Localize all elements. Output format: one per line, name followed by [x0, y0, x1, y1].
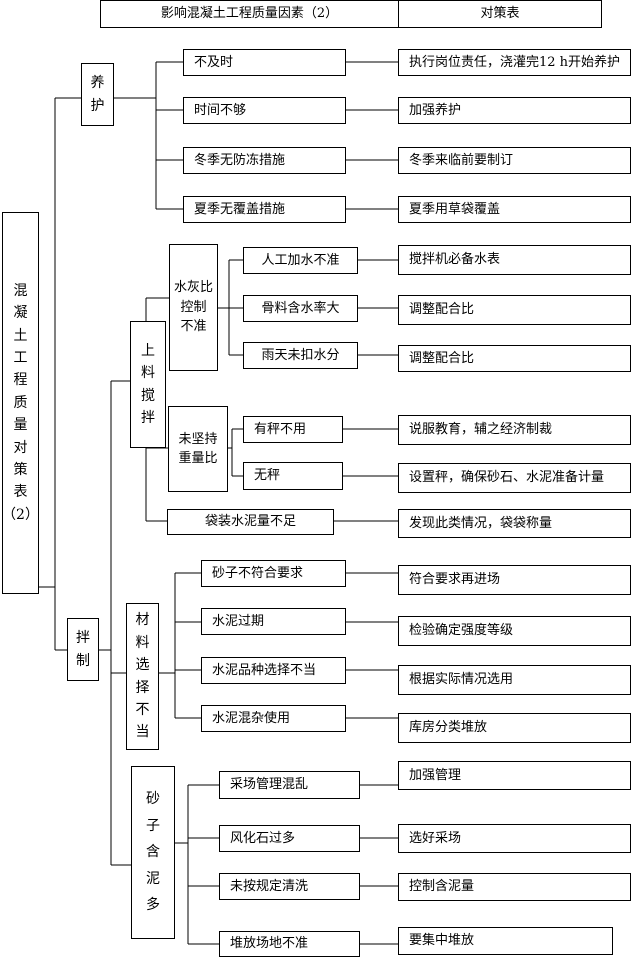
- cause-box: 时间不够: [183, 97, 346, 124]
- measure-box: 要集中堆放: [398, 927, 613, 955]
- measure-box: 搅拌机必备水表: [398, 245, 631, 275]
- measure-box: 冬季来临前要制订: [398, 147, 631, 174]
- cause-box: 堆放场地不准: [219, 931, 360, 957]
- branch-banzhi: 拌制: [67, 618, 99, 681]
- cause-box: 无秤: [243, 462, 343, 490]
- measure-box: 库房分类堆放: [398, 713, 631, 743]
- cause-box: 不及时: [183, 49, 346, 76]
- factor-weijianchi: 未坚持 重量比: [168, 406, 228, 492]
- measure-box: 夏季用草袋覆盖: [398, 196, 631, 223]
- cause-box: 骨料含水率大: [243, 295, 358, 322]
- sub-shangliao: 上料 搅拌: [130, 321, 166, 448]
- cause-box: 夏季无覆盖措施: [183, 196, 346, 223]
- cause-box: 雨天未扣水分: [243, 342, 358, 369]
- measure-box: 选好采场: [398, 824, 631, 853]
- measure-box: 设置秤，确保砂石、水泥准备计量: [398, 463, 631, 493]
- factor-shuihui: 水灰比 控制 不准: [169, 244, 218, 371]
- header-countermeasure: 对策表: [398, 0, 602, 28]
- measure-box: 符合要求再进场: [398, 565, 631, 595]
- measure-box: 说服教育，辅之经济制裁: [398, 415, 631, 445]
- cause-box: 风化石过多: [219, 825, 360, 852]
- measure-box: 调整配合比: [398, 295, 631, 325]
- measure-box: 执行岗位责任，浇灌完12 h开始养护: [398, 49, 631, 76]
- cause-box: 有秤不用: [243, 416, 343, 443]
- measure-box: 控制含泥量: [398, 873, 631, 901]
- header-title: 影响混凝土工程质量因素（2）: [100, 0, 399, 28]
- cause-box: 人工加水不准: [243, 247, 358, 274]
- sub-cailiao: 材料 选择 不当: [126, 603, 159, 750]
- branch-yanghu: 养护: [81, 63, 114, 126]
- sub-shazi: 砂子 含泥 多: [131, 766, 175, 939]
- cause-box: 砂子不符合要求: [201, 560, 346, 587]
- cause-box: 未按规定清洗: [219, 873, 360, 900]
- measure-box: 加强管理: [398, 761, 631, 790]
- measure-box: 调整配合比: [398, 345, 631, 372]
- measure-box: 发现此类情况，袋袋称量: [398, 509, 631, 538]
- measure-box: 加强养护: [398, 97, 631, 124]
- cause-box: 水泥品种选择不当: [201, 657, 346, 684]
- root-node: 混凝土 工程质 量对策 表（2）: [2, 212, 39, 594]
- measure-box: 根据实际情况选用: [398, 665, 631, 695]
- cause-box: 袋装水泥量不足: [167, 509, 334, 535]
- measure-box: 检验确定强度等级: [398, 616, 631, 646]
- cause-box: 水泥过期: [201, 608, 346, 635]
- cause-box: 水泥混杂使用: [201, 705, 346, 732]
- cause-box: 冬季无防冻措施: [183, 147, 346, 174]
- cause-box: 采场管理混乱: [219, 771, 360, 799]
